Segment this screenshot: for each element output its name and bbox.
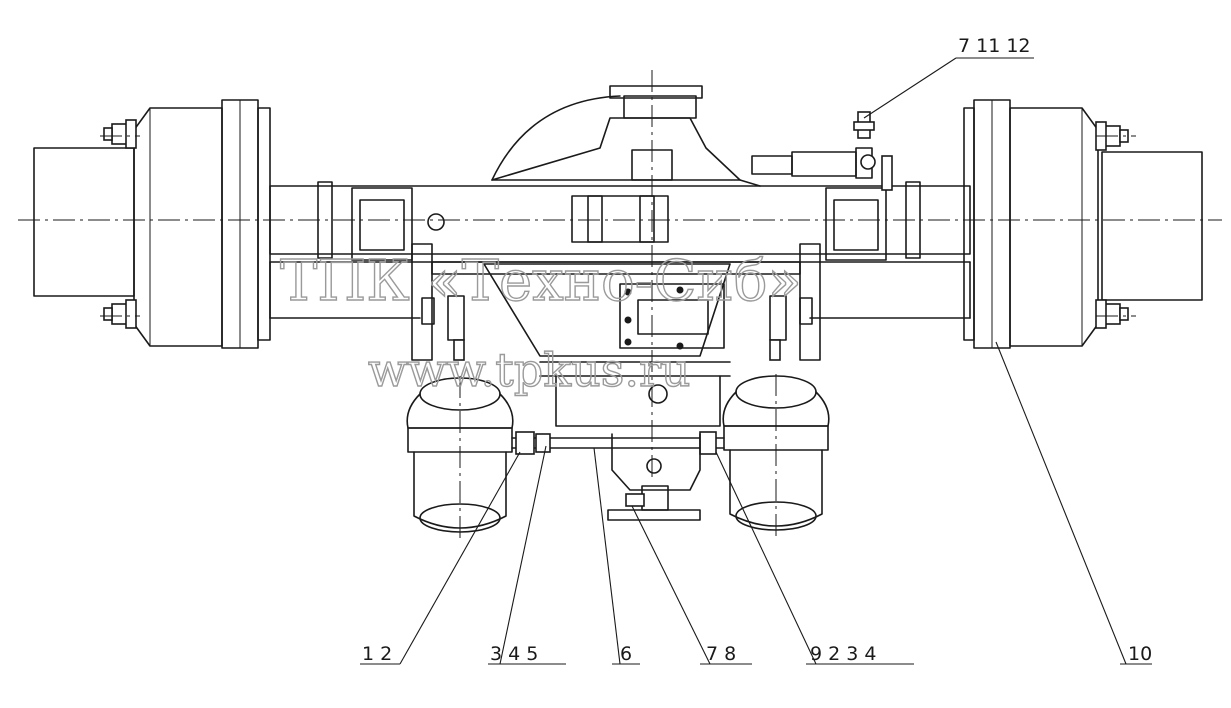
- left-brake-drum: [33, 99, 271, 349]
- callout-9-2-3-4: 9 2 3 4: [810, 643, 876, 665]
- right-wheel-bolts: [1095, 121, 1129, 329]
- callout-leaders: [360, 57, 1152, 665]
- brake-actuator: [751, 111, 893, 191]
- callout-6: 6: [620, 643, 632, 665]
- callout-10: 10: [1128, 643, 1152, 665]
- breather-hole: [427, 213, 445, 231]
- left-link: [421, 295, 465, 361]
- watermark-company: ТПК «Техно-Сиб»: [280, 249, 802, 314]
- callout-7-11-12: 7 11 12: [958, 35, 1031, 57]
- bottom-valve: [607, 433, 701, 521]
- left-wheel-bolts: [103, 119, 137, 329]
- right-link: [769, 295, 813, 361]
- right-flange: [825, 181, 921, 261]
- callout-1-2: 1 2: [362, 643, 392, 665]
- left-flange: [317, 181, 413, 261]
- connecting-rod: [511, 431, 725, 455]
- watermark-url: www.tpkus.ru: [368, 343, 691, 397]
- centerlines: [18, 70, 1222, 540]
- right-brake-drum: [963, 99, 1203, 349]
- callout-7-8: 7 8: [706, 643, 736, 665]
- callout-3-4-5: 3 4 5: [490, 643, 538, 665]
- suspension-bracket: [411, 243, 821, 427]
- differential-carrier: [491, 85, 761, 243]
